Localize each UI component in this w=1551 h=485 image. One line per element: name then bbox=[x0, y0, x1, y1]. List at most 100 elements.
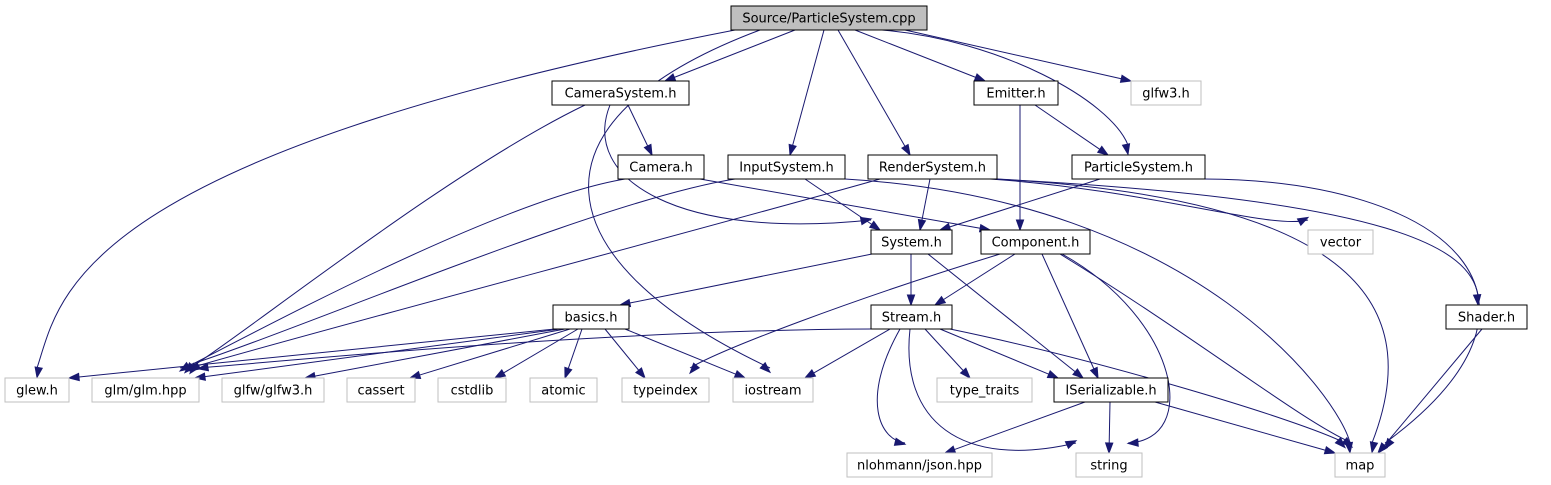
node-label: CameraSystem.h bbox=[565, 87, 677, 102]
node-inputsys[interactable]: InputSystem.h bbox=[727, 154, 846, 180]
edge-root-to-iostream bbox=[588, 29, 772, 374]
edge-camsys-to-system bbox=[604, 104, 873, 226]
node-label: glfw3.h bbox=[1142, 87, 1190, 102]
node-label: atomic bbox=[541, 384, 585, 399]
node-box bbox=[91, 377, 200, 403]
node-glfw3: glfw3.h bbox=[1130, 80, 1202, 106]
node-box bbox=[867, 154, 998, 180]
node-root[interactable]: Source/ParticleSystem.cpp bbox=[730, 5, 928, 31]
edge-camera-to-component bbox=[699, 178, 992, 233]
node-label: glfw/glfw3.h bbox=[234, 384, 313, 399]
edge-root-to-glew bbox=[34, 29, 736, 379]
node-label: string bbox=[1090, 459, 1127, 474]
node-box bbox=[732, 377, 814, 403]
node-typeindex: typeindex bbox=[621, 377, 710, 403]
node-box bbox=[617, 154, 705, 180]
edge-component-to-iserial bbox=[1041, 253, 1099, 380]
edge-basics-to-atomic bbox=[564, 328, 583, 380]
node-stream[interactable]: Stream.h bbox=[870, 304, 953, 330]
edge-root-to-rendersys bbox=[837, 29, 911, 157]
edge-iserial-to-map bbox=[1154, 401, 1337, 455]
node-box bbox=[437, 377, 507, 403]
node-box bbox=[870, 304, 953, 330]
node-system[interactable]: System.h bbox=[870, 229, 953, 255]
edge-stream-to-glm bbox=[196, 328, 873, 372]
edge-inputsys-to-system bbox=[804, 178, 882, 231]
node-label: Shader.h bbox=[1458, 311, 1515, 326]
edge-stream-to-iserial bbox=[939, 328, 1060, 379]
node-box bbox=[1334, 452, 1386, 478]
node-box bbox=[730, 5, 928, 31]
node-label: typeindex bbox=[633, 384, 698, 399]
edge-root-to-partsys bbox=[881, 29, 1131, 156]
node-json: nlohmann/json.hpp bbox=[846, 452, 993, 478]
node-label: vector bbox=[1320, 236, 1362, 251]
edge-basics-to-glfwglfw3 bbox=[303, 328, 566, 381]
node-box bbox=[1307, 229, 1374, 255]
edge-component-to-stream bbox=[933, 253, 1016, 306]
node-box bbox=[846, 452, 993, 478]
edge-stream-to-json bbox=[876, 328, 907, 446]
edge-rendersys-to-system bbox=[917, 178, 931, 232]
node-cstdlib: cstdlib bbox=[437, 377, 507, 403]
node-label: glew.h bbox=[16, 384, 58, 399]
edge-stream-to-typetraits bbox=[924, 328, 971, 380]
node-rendersys[interactable]: RenderSystem.h bbox=[867, 154, 998, 180]
node-box bbox=[1075, 452, 1143, 478]
node-box bbox=[621, 377, 710, 403]
edge-system-to-stream bbox=[906, 254, 916, 307]
node-camsys[interactable]: CameraSystem.h bbox=[551, 80, 690, 106]
edge-basics-to-iostream bbox=[624, 328, 747, 379]
node-label: Camera.h bbox=[629, 161, 692, 176]
node-label: InputSystem.h bbox=[739, 161, 834, 176]
node-label: ParticleSystem.h bbox=[1084, 161, 1193, 176]
node-emitter[interactable]: Emitter.h bbox=[973, 80, 1059, 106]
node-box bbox=[973, 80, 1059, 106]
node-glew: glew.h bbox=[4, 377, 70, 403]
edge-system-to-basics bbox=[618, 253, 873, 308]
node-label: Stream.h bbox=[882, 311, 941, 326]
node-label: Source/ParticleSystem.cpp bbox=[742, 12, 915, 27]
node-label: iostream bbox=[744, 384, 801, 399]
edge-partsys-to-map bbox=[1203, 178, 1480, 451]
edge-root-to-emitter bbox=[854, 29, 987, 82]
node-box bbox=[221, 377, 325, 403]
node-box bbox=[936, 377, 1033, 403]
node-atomic: atomic bbox=[529, 377, 598, 403]
node-cassert: cassert bbox=[346, 377, 416, 403]
node-box bbox=[346, 377, 416, 403]
node-box bbox=[1053, 377, 1169, 403]
edge-stream-to-string bbox=[908, 328, 1078, 451]
node-shader[interactable]: Shader.h bbox=[1445, 304, 1528, 330]
edge-emitter-to-component bbox=[1015, 105, 1025, 232]
node-typetraits: type_traits bbox=[936, 377, 1033, 403]
node-component[interactable]: Component.h bbox=[980, 229, 1091, 255]
node-label: Component.h bbox=[992, 236, 1080, 251]
node-box bbox=[870, 229, 953, 255]
edge-stream-to-iostream bbox=[803, 328, 891, 379]
node-label: cassert bbox=[357, 384, 404, 399]
edge-component-to-map bbox=[1059, 253, 1354, 449]
edge-rendersys-to-map bbox=[994, 178, 1389, 454]
edge-root-to-inputsys bbox=[788, 29, 825, 157]
edge-iserial-to-string bbox=[1104, 401, 1114, 455]
node-string: string bbox=[1075, 452, 1143, 478]
edges-layer bbox=[34, 29, 1483, 455]
node-iserial[interactable]: ISerializable.h bbox=[1053, 377, 1169, 403]
node-label: cstdlib bbox=[451, 384, 494, 399]
node-camera[interactable]: Camera.h bbox=[617, 154, 705, 180]
node-partsys[interactable]: ParticleSystem.h bbox=[1071, 154, 1206, 180]
edge-root-to-camsys bbox=[663, 29, 796, 82]
node-glm: glm/glm.hpp bbox=[91, 377, 200, 403]
node-box bbox=[727, 154, 846, 180]
edge-inputsys-to-glm bbox=[178, 178, 736, 372]
edge-basics-to-cstdlib bbox=[493, 328, 579, 379]
node-label: ISerializable.h bbox=[1065, 384, 1156, 399]
node-box bbox=[1445, 304, 1528, 330]
node-basics[interactable]: basics.h bbox=[552, 304, 630, 330]
node-box bbox=[980, 229, 1091, 255]
edge-root-to-glfw3 bbox=[904, 29, 1133, 83]
node-label: System.h bbox=[881, 236, 942, 251]
